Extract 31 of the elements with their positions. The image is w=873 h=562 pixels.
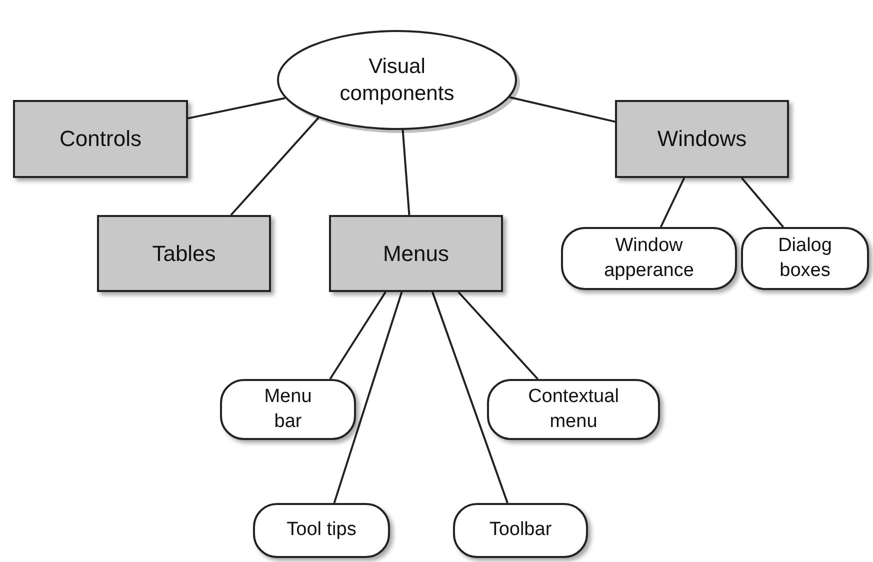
- node-label: Controls: [58, 126, 142, 152]
- item-pill: [220, 379, 356, 440]
- connector-line: [329, 291, 386, 380]
- item-pill: [561, 227, 737, 290]
- node-label: Menus: [382, 240, 450, 266]
- node-label: Tool tips: [286, 518, 358, 542]
- connector-line: [188, 97, 286, 120]
- connector-line: [741, 177, 784, 228]
- node-label: Toolbar: [488, 518, 553, 542]
- item-pill: [487, 379, 660, 440]
- node-label: Windows: [656, 126, 748, 152]
- connector-line: [509, 96, 616, 123]
- connector-line: [660, 178, 686, 228]
- node-label: Dialog boxes: [777, 234, 833, 282]
- category-box: [97, 215, 271, 292]
- item-pill: [253, 503, 390, 558]
- category-box: [13, 100, 188, 178]
- node-label: Contextual menu: [527, 384, 620, 434]
- item-pill: [453, 503, 588, 558]
- connector-line: [458, 291, 538, 380]
- connector-line: [230, 117, 320, 216]
- category-box: [329, 215, 503, 292]
- node-label: Menu bar: [263, 384, 313, 434]
- node-label: Tables: [151, 240, 217, 266]
- node-label: Visual components: [338, 54, 456, 107]
- item-pill: [741, 227, 869, 290]
- node-label: Window apperance: [603, 234, 695, 282]
- category-box: [615, 100, 789, 178]
- connector-line: [333, 292, 403, 504]
- connector-line: [432, 292, 508, 504]
- connector-line: [402, 130, 410, 216]
